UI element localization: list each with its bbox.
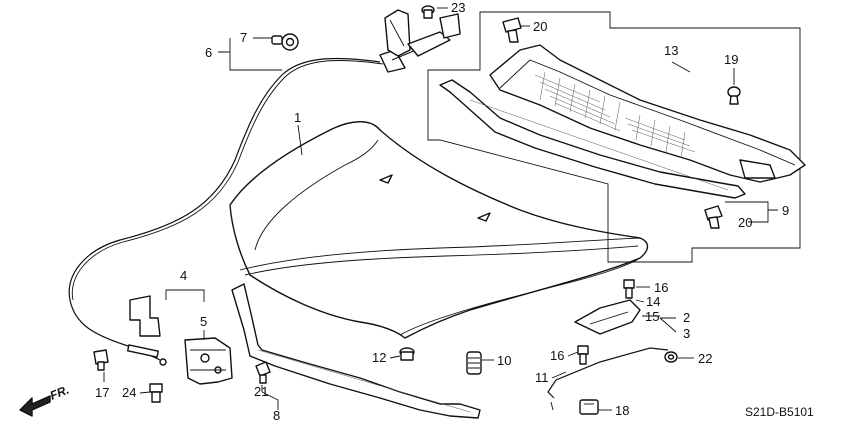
callout-10: 10	[497, 353, 511, 368]
grommet-part	[271, 33, 299, 51]
clip-20b-part	[704, 205, 723, 229]
callout-17: 17	[95, 385, 109, 400]
cushion-12-part	[399, 347, 415, 361]
callout-13: 13	[664, 43, 678, 58]
callout-19: 19	[724, 52, 738, 67]
clip-21-part	[255, 361, 271, 384]
callout-4: 4	[180, 268, 187, 283]
bolt-16b-part	[577, 345, 589, 365]
callout-15: 15	[645, 309, 659, 324]
front-direction-label: FR.	[48, 383, 71, 403]
callout-23: 23	[451, 0, 465, 15]
callout-20a: 20	[533, 19, 547, 34]
latch-bracket	[129, 295, 161, 337]
grommet-22-part	[664, 351, 678, 363]
rod-holder-18-part	[579, 399, 599, 415]
hood-panel	[229, 121, 649, 339]
callout-9: 9	[782, 203, 789, 218]
cowl-grille-mesh	[534, 71, 696, 159]
screw-19-part	[727, 86, 741, 105]
clip-20a-part	[502, 17, 522, 43]
clip-23-part	[421, 5, 435, 19]
callout-22: 22	[698, 351, 712, 366]
diagram-code: S21D-B5101	[745, 405, 814, 419]
callout-8: 8	[273, 408, 280, 423]
callout-16a: 16	[654, 280, 668, 295]
bolt-24-part	[149, 383, 163, 403]
callout-20b: 20	[738, 215, 752, 230]
bolt-16a-part	[623, 279, 635, 299]
cowl-weatherstrip	[439, 79, 746, 199]
callout-18: 18	[615, 403, 629, 418]
callout-14: 14	[646, 294, 660, 309]
cowl-group-box	[427, 11, 801, 263]
callout-11: 11	[535, 370, 549, 385]
cowl-top-cover	[489, 44, 806, 183]
callout-16b: 16	[550, 348, 564, 363]
callout-5: 5	[200, 314, 207, 329]
callout-3: 3	[683, 326, 690, 341]
callout-2: 2	[683, 310, 690, 325]
clip-17-part	[93, 349, 109, 371]
hood-release-cable	[68, 57, 381, 361]
hood-seal-rubber	[231, 283, 481, 419]
callout-21: 21	[254, 384, 268, 399]
callout-7: 7	[240, 30, 247, 45]
callout-24: 24	[122, 385, 136, 400]
hood-support-rod	[547, 347, 669, 399]
hood-hinge	[574, 299, 641, 335]
callout-6: 6	[205, 45, 212, 60]
callout-12: 12	[372, 350, 386, 365]
callout-1: 1	[294, 110, 301, 125]
leader-lines	[103, 7, 778, 411]
stopper-10-part	[466, 351, 482, 375]
front-direction-arrow	[19, 395, 51, 417]
